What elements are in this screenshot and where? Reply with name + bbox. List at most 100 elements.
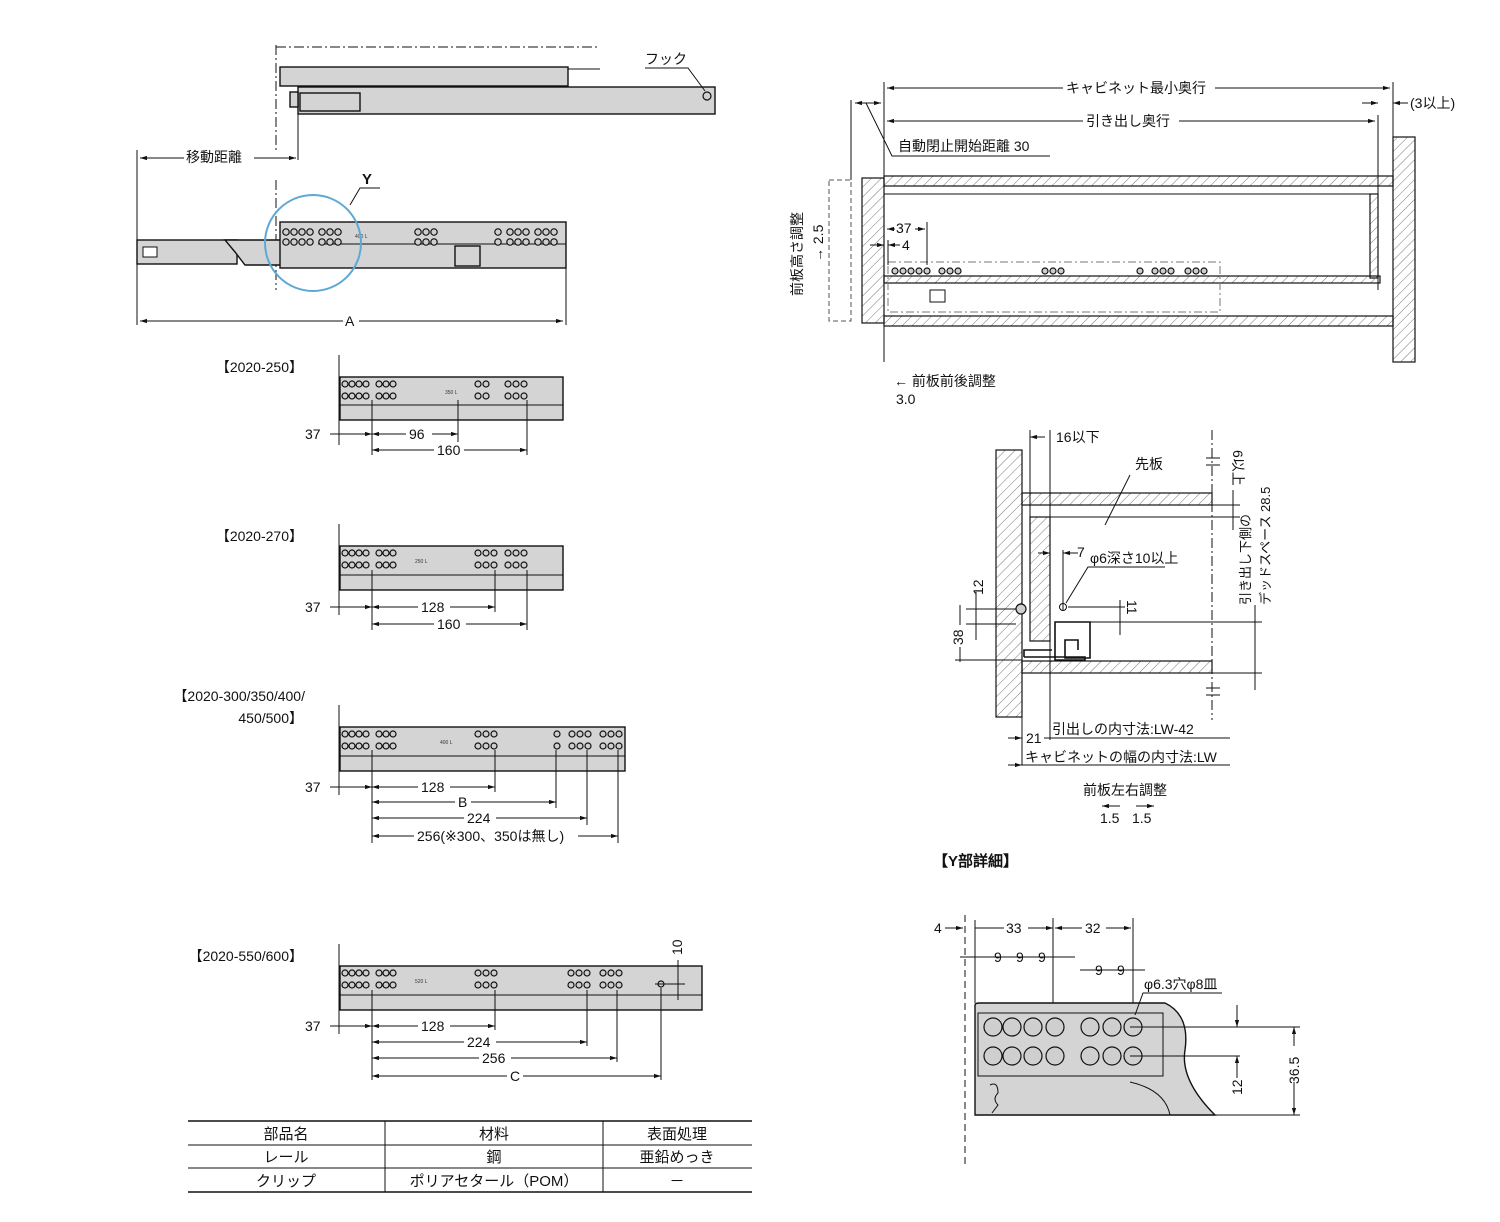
mounting-hole [290,238,298,246]
variant-label: 【2020-270】 [216,528,303,544]
mounting-hole [474,969,482,977]
mounting-hole [306,238,314,246]
mounting-hole [375,742,383,750]
mounting-hole [907,267,915,275]
mounting-hole [1023,1046,1043,1066]
variant-label-line1: 【2020-300/350/400/ [173,688,305,704]
dim-37: 37 [896,220,912,236]
mounting-hole [375,380,383,388]
mounting-hole [490,549,498,557]
mounting-hole [1045,1017,1065,1037]
mounting-hole [1049,267,1057,275]
mounting-hole [512,392,520,400]
depth-adjust-label: ← 前板前後調整 [894,373,996,389]
mounting-hole [341,561,349,569]
mounting-hole [983,1017,1003,1037]
mounting-hole [504,380,512,388]
dim-256-note: 256(※300、350は無し) [417,828,564,844]
mounting-hole [348,969,356,977]
mounting-hole [584,742,592,750]
dim-4: 4 [902,237,910,253]
mounting-hole [382,742,390,750]
mounting-hole [375,730,383,738]
mounting-hole [348,380,356,388]
travel-distance-label: 移動距離 [186,149,242,165]
mounting-hole [430,228,438,236]
dim-128: 128 [421,1018,445,1034]
mounting-hole [389,380,397,388]
mounting-hole [567,969,575,977]
mounting-hole [389,742,397,750]
dim-96: 96 [409,426,425,442]
mounting-hole [362,742,370,750]
mounting-hole [348,392,356,400]
mounting-hole [1023,1017,1043,1037]
mounting-hole [375,981,383,989]
mounting-hole [1057,267,1065,275]
mounting-hole [599,742,607,750]
mounting-hole [607,981,615,989]
drawer-depth-label: 引き出し奥行 [1086,113,1170,129]
cabinet-side-wall [995,449,1023,718]
dim-32: 32 [1085,920,1101,936]
dim-224: 224 [467,810,491,826]
mounting-hole [607,730,615,738]
dim-37: 37 [305,1018,321,1034]
mounting-hole [341,981,349,989]
mounting-hole [306,228,314,236]
top-rail-view: フック 移動距離 400 L Y A [136,45,716,329]
mounting-hole [389,392,397,400]
dim-12: 12 [970,579,986,595]
mounting-hole [355,380,363,388]
mounting-hole [355,981,363,989]
hole-spec-label: φ6深さ10以上 [1090,550,1178,566]
mounting-hole [490,730,498,738]
mounting-hole [355,730,363,738]
dim-36-5: 36.5 [1286,1057,1302,1084]
dim-9: 9 [994,949,1002,965]
mounting-hole [362,392,370,400]
mounting-hole [1041,267,1049,275]
rail-stamp: 350 L [445,390,458,396]
dim-4: 4 [934,920,942,936]
mounting-hole [341,742,349,750]
rail-stamp: 400 L [440,740,453,746]
mounting-hole [542,238,550,246]
mounting-hole [341,969,349,977]
mounting-hole [362,969,370,977]
mounting-hole [341,380,349,388]
max-16-label: 16以下 [1056,429,1100,445]
detail-y-circle [264,194,362,292]
upper-rail [279,66,569,87]
mounting-hole [520,561,528,569]
mounting-hole [290,228,298,236]
materials-table: 部品名 材料 表面処理 レール 鋼 亜鉛めっき クリップ ポリアセタール（POM… [188,1120,752,1193]
mounting-hole [504,392,512,400]
mounting-hole [282,228,290,236]
mounting-hole [553,742,561,750]
dim-128: 128 [421,779,445,795]
mounting-hole [389,561,397,569]
detail-y-title: 【Y部詳細】 [933,852,1018,870]
lr-adjust-label: 前板左右調整 [1083,782,1167,798]
mounting-hole [1102,1046,1122,1066]
mounting-hole [362,561,370,569]
mounting-hole [1184,267,1192,275]
min-6-label: 6以上 [1230,450,1246,486]
rail-stamp: 520 L [415,979,428,985]
mounting-hole [504,561,512,569]
mounting-hole [615,730,623,738]
mounting-hole [575,969,583,977]
mounting-hole [514,228,522,236]
mounting-hole [482,380,490,388]
mounting-hole [474,742,482,750]
mounting-hole [474,549,482,557]
length-a-label: A [345,313,355,329]
variant-2020-550-600: 【2020-550/600】 520 L 37 128 224 256 C 10 [189,939,703,1084]
mounting-hole [534,228,542,236]
mounting-hole [520,392,528,400]
mounting-hole [474,392,482,400]
mounting-hole [1102,1017,1122,1037]
table-header: 表面処理 [647,1126,707,1143]
